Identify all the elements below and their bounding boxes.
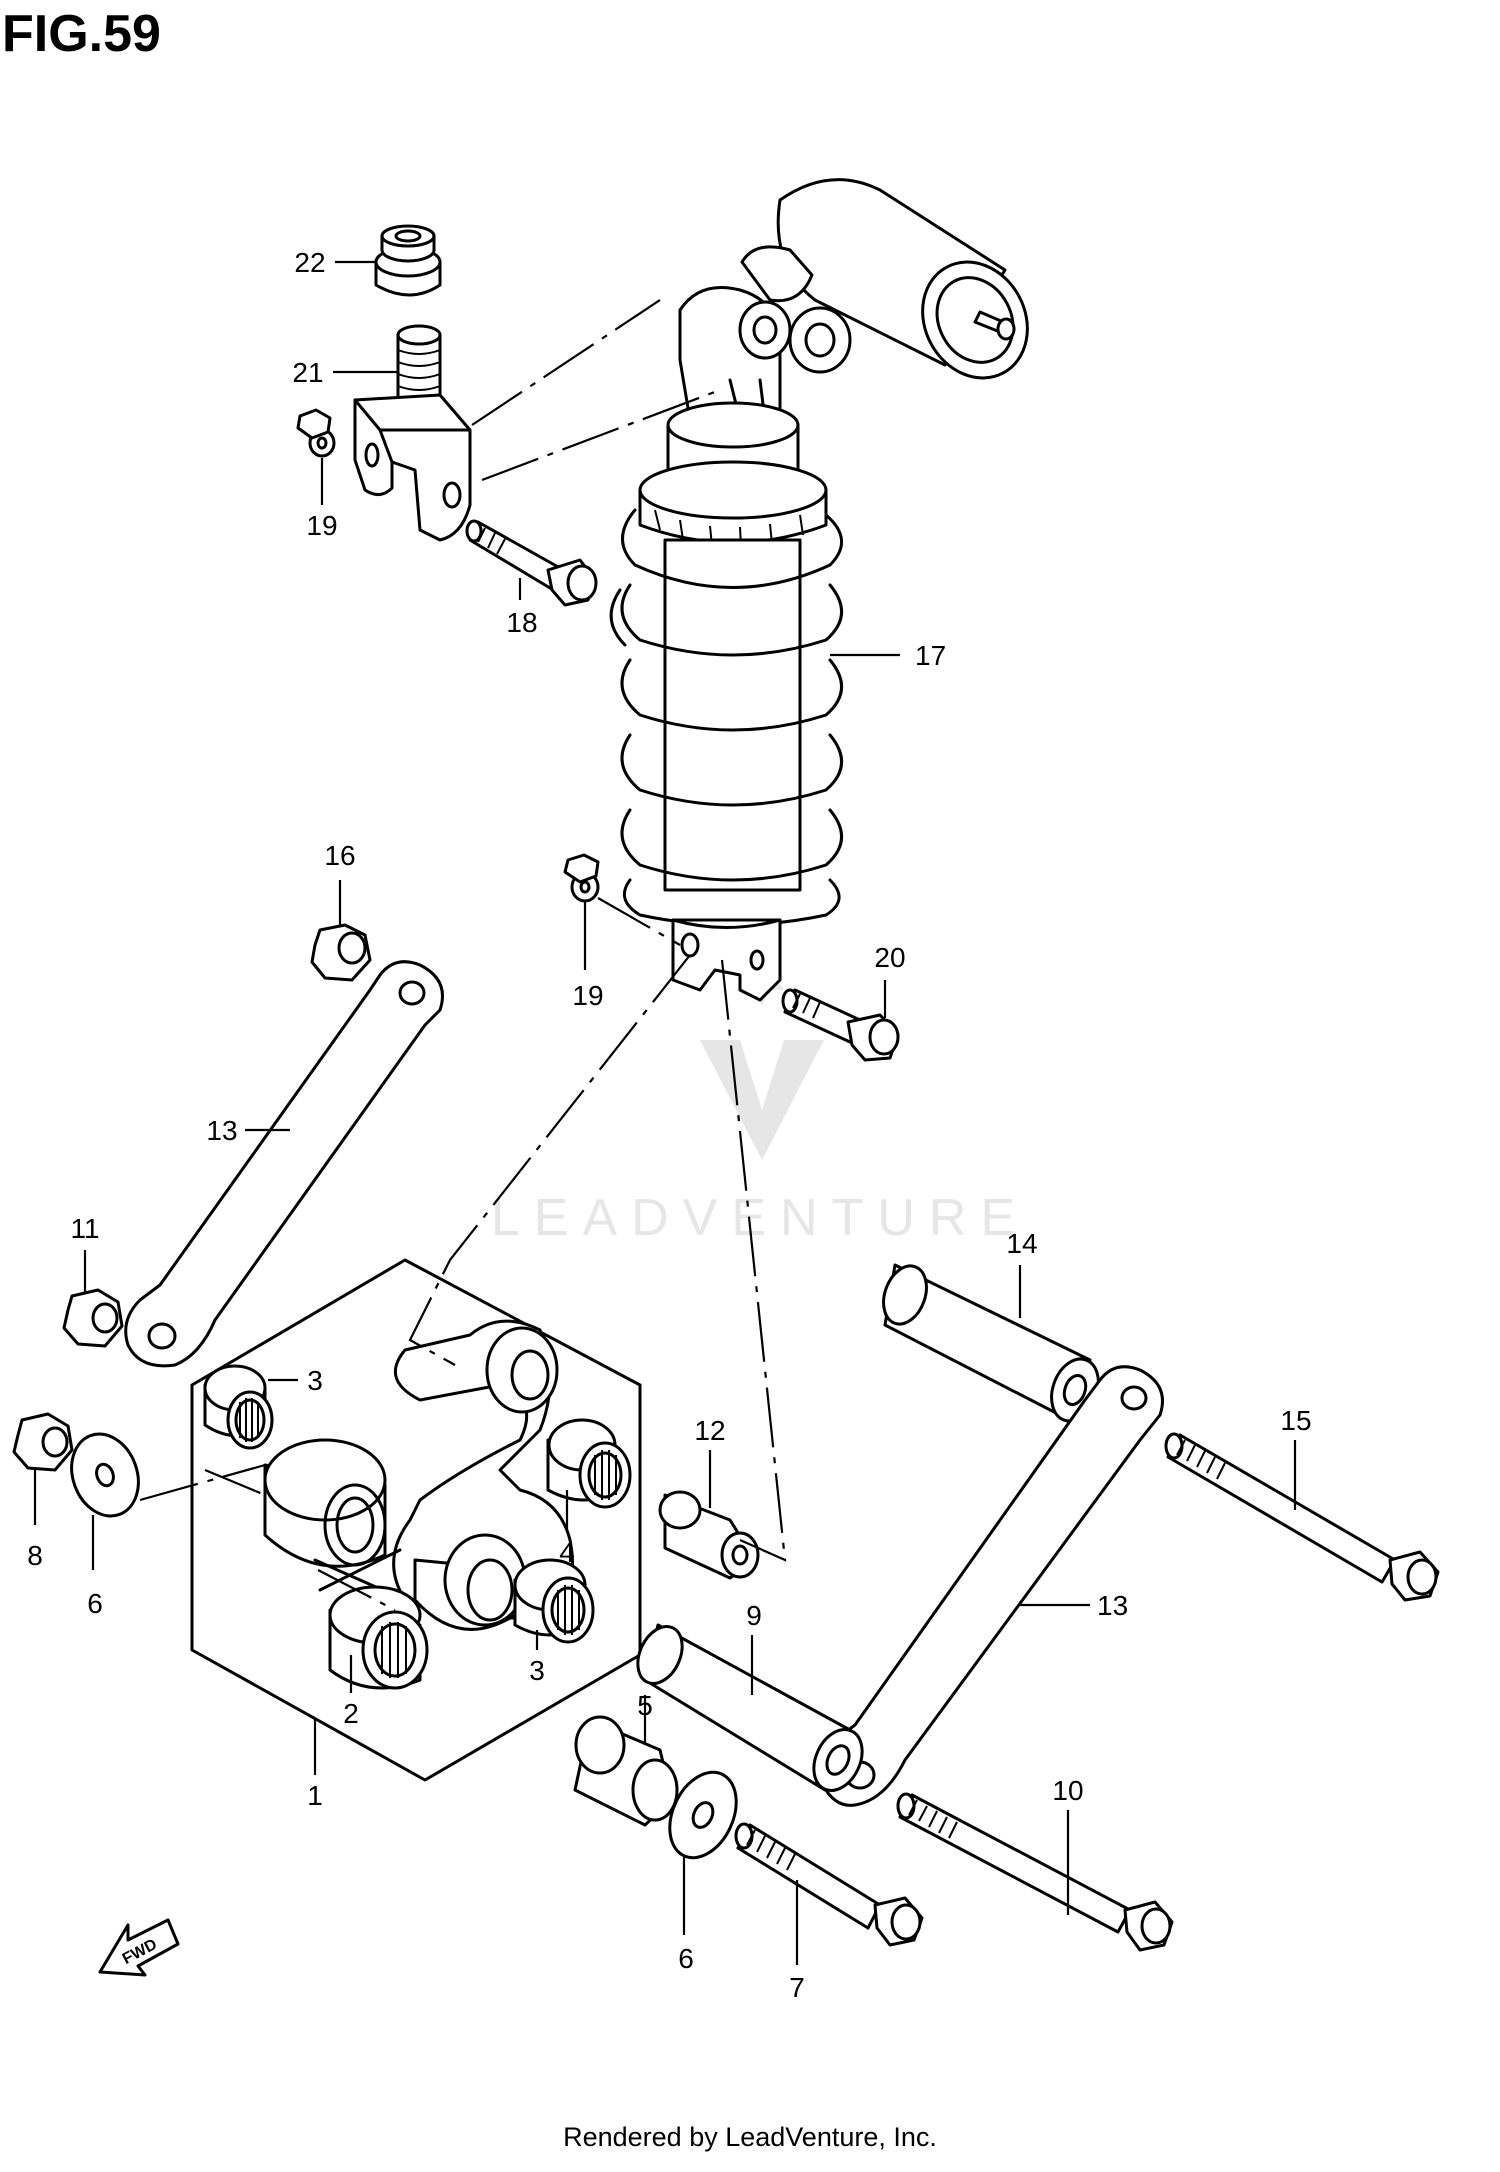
callout-9: 9 — [746, 1600, 762, 1631]
callout-13-lower: 13 — [1097, 1590, 1128, 1621]
callout-19-upper: 19 — [306, 510, 337, 541]
callout-3-upper: 3 — [307, 1365, 323, 1396]
callout-13-upper: 13 — [206, 1115, 237, 1146]
part-8-nut — [12, 1412, 74, 1472]
part-2-bearing — [328, 1585, 429, 1690]
part-1-cushion-lever-assembly — [190, 1258, 642, 1782]
fwd-arrow-icon: FWD — [98, 1918, 180, 1977]
callout-5: 5 — [637, 1690, 653, 1721]
callout-12: 12 — [694, 1415, 725, 1446]
part-17-shock-absorber — [609, 178, 1029, 1002]
part-15-bolt — [1164, 1432, 1440, 1602]
callout-6-lower: 6 — [678, 1943, 694, 1974]
callout-3-lower: 3 — [529, 1655, 545, 1686]
part-4-bearing — [546, 1418, 632, 1509]
part-13-lower-tie-rod — [819, 1365, 1164, 1807]
leader-lines — [33, 260, 1297, 1965]
part-19-lower-bolt — [563, 853, 600, 903]
callout-10: 10 — [1052, 1775, 1083, 1806]
callout-11: 11 — [70, 1213, 99, 1244]
callout-8: 8 — [27, 1540, 43, 1571]
part-18-bolt — [465, 519, 598, 607]
footer-credit: Rendered by LeadVenture, Inc. — [563, 2122, 937, 2152]
callout-17: 17 — [915, 640, 946, 671]
callout-19-lower: 19 — [572, 980, 603, 1011]
part-19-upper-bolt — [296, 408, 336, 458]
part-3-bearing-lower — [513, 1558, 595, 1644]
part-21-upper-bracket — [353, 324, 472, 542]
callout-1: 1 — [307, 1780, 323, 1811]
callout-16: 16 — [324, 840, 355, 871]
callout-20: 20 — [874, 942, 905, 973]
part-3-bearing-upper — [203, 1364, 274, 1450]
callout-22: 22 — [294, 247, 325, 278]
part-7-bolt — [734, 1822, 924, 1947]
callout-15: 15 — [1280, 1405, 1311, 1436]
callout-2: 2 — [343, 1698, 359, 1729]
callout-6-left: 6 — [87, 1588, 103, 1619]
callout-18: 18 — [506, 607, 537, 638]
part-13-upper-tie-rod — [124, 960, 444, 1368]
watermark-text: LEADVENTURE — [491, 1189, 1029, 1247]
part-5-spacer — [573, 1715, 679, 1827]
part-12-spacer — [658, 1490, 760, 1580]
callout-14: 14 — [1006, 1228, 1037, 1259]
part-9-collar — [636, 1623, 864, 1792]
callouts: 22 21 19 18 17 16 19 20 13 11 3 8 6 14 1… — [27, 247, 1311, 2003]
part-10-bolt — [896, 1792, 1174, 1952]
watermark: LEADVENTURE — [491, 960, 1029, 1247]
assembly-guide-lines — [139, 299, 787, 1611]
callout-4: 4 — [559, 1537, 575, 1568]
part-20-bolt — [781, 988, 900, 1062]
part-22-nut — [374, 224, 442, 297]
callout-21: 21 — [292, 357, 323, 388]
part-6-left-washer — [70, 1432, 140, 1518]
part-11-nut — [62, 1288, 124, 1348]
figure-title: FIG.59 — [2, 5, 161, 63]
callout-7: 7 — [789, 1972, 805, 2003]
part-14-collar — [882, 1263, 1100, 1423]
part-16-nut — [310, 923, 372, 982]
